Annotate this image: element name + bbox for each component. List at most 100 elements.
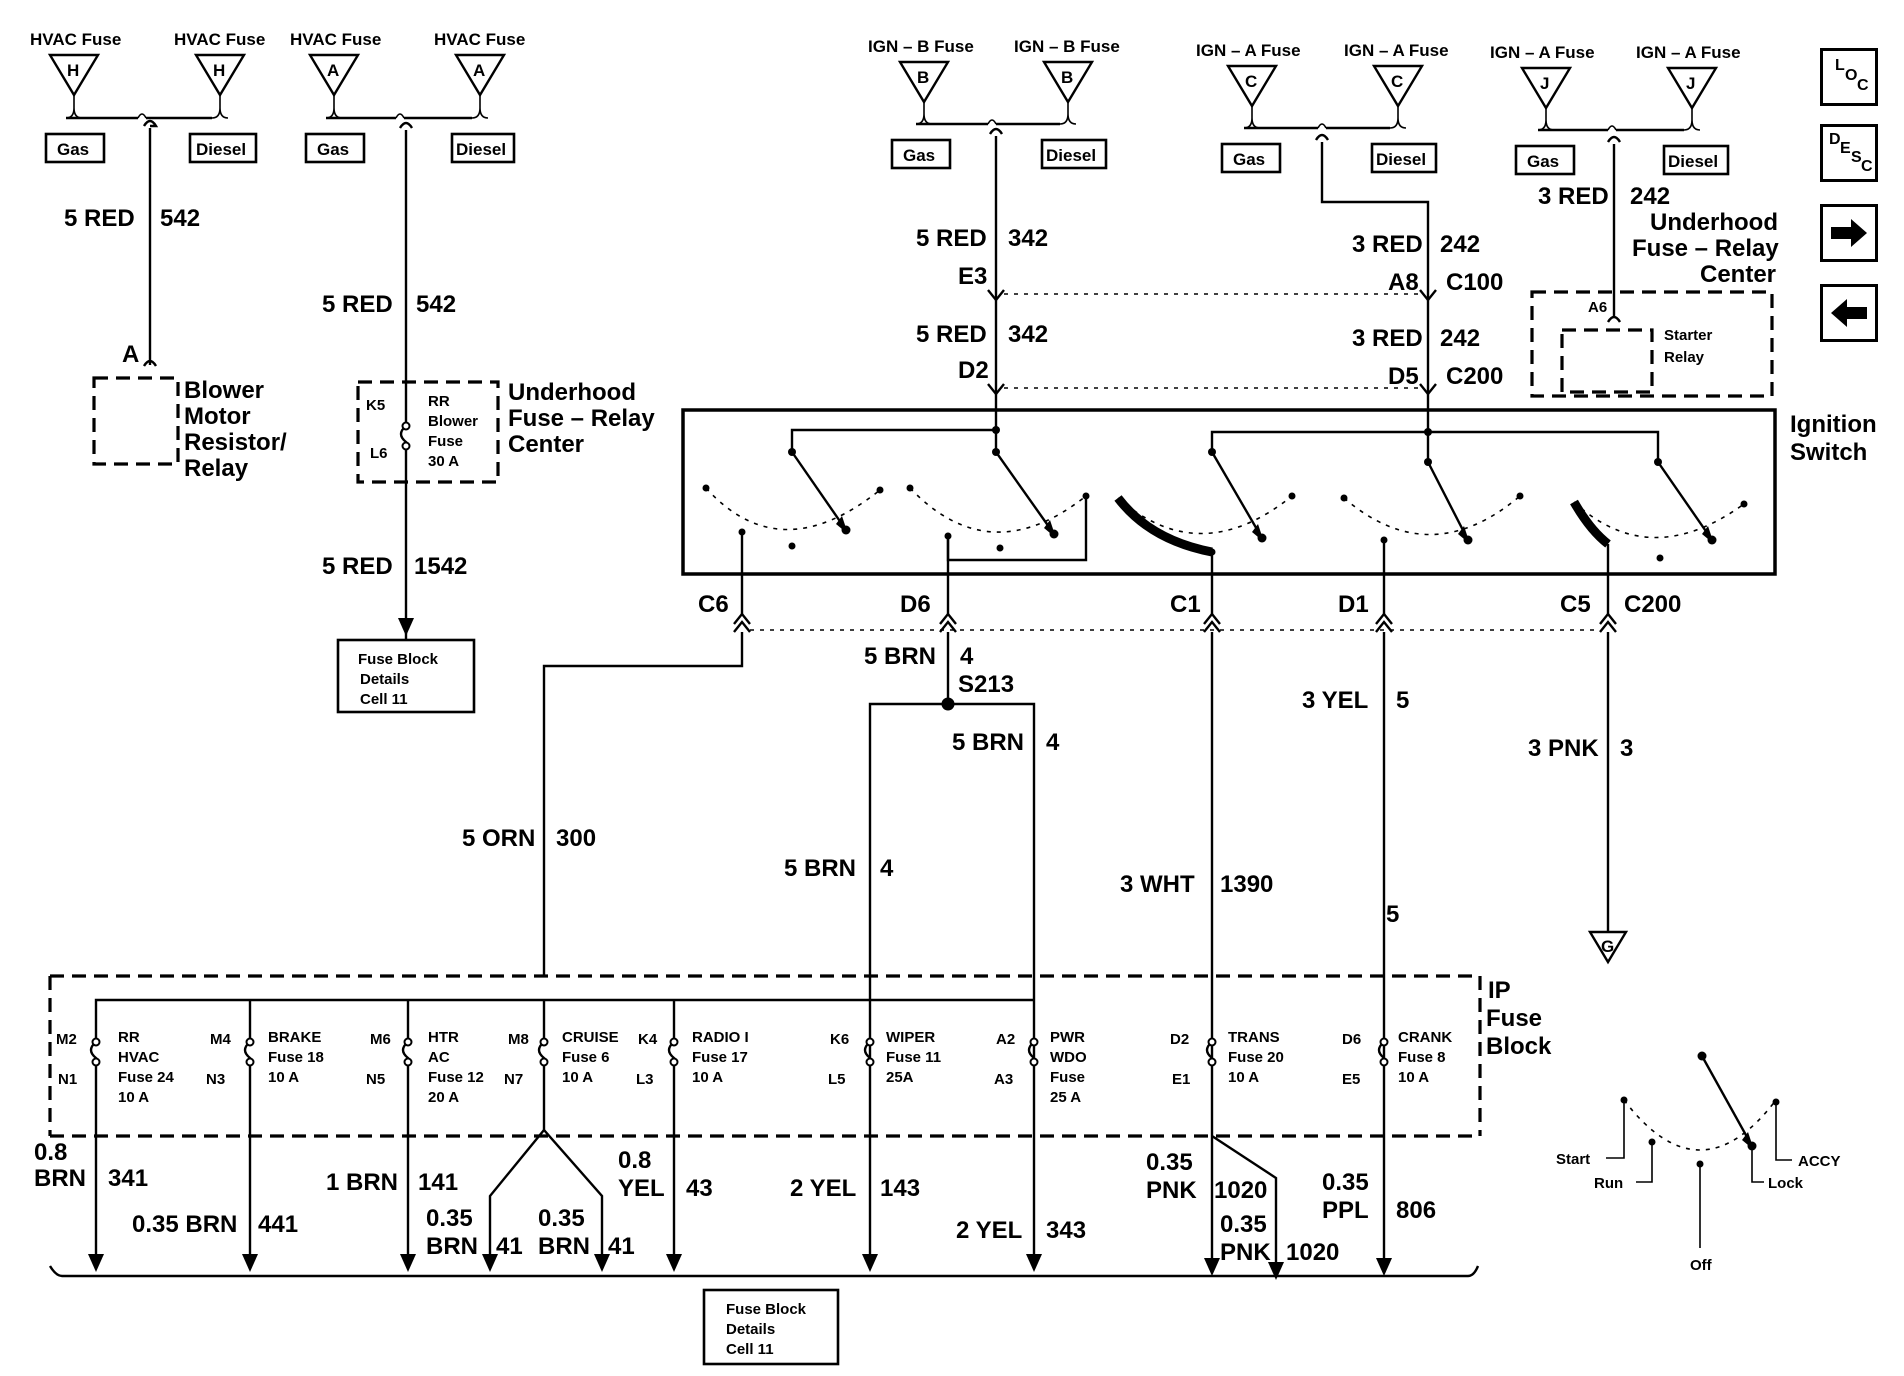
svg-text:20 A: 20 A <box>428 1089 459 1106</box>
svg-text:K6: K6 <box>830 1031 849 1048</box>
blower-motor-resistor <box>92 376 180 466</box>
svg-text:5: 5 <box>1396 687 1409 714</box>
svg-text:5 BRN: 5 BRN <box>784 855 856 882</box>
svg-text:Fuse 6: Fuse 6 <box>562 1049 610 1066</box>
svg-text:L6: L6 <box>370 445 388 462</box>
svg-text:H: H <box>67 61 79 80</box>
svg-text:Underhood: Underhood <box>508 379 636 406</box>
hvac-a-option-select: Gas Diesel <box>304 113 516 390</box>
svg-text:Diesel: Diesel <box>1668 152 1718 171</box>
svg-text:3 RED: 3 RED <box>1352 231 1423 258</box>
svg-text:0.35: 0.35 <box>426 1205 473 1232</box>
svg-text:5 BRN: 5 BRN <box>864 643 936 670</box>
svg-text:M6: M6 <box>370 1031 391 1048</box>
svg-text:N7: N7 <box>504 1071 523 1088</box>
svg-text:A: A <box>327 61 339 80</box>
svg-text:143: 143 <box>880 1175 920 1202</box>
desc-button[interactable]: D E S C <box>1820 124 1878 182</box>
svg-text:Fuse 20: Fuse 20 <box>1228 1049 1284 1066</box>
svg-text:1020: 1020 <box>1286 1239 1339 1266</box>
svg-text:Details: Details <box>726 1321 775 1338</box>
svg-text:43: 43 <box>686 1175 713 1202</box>
svg-text:BRAKE: BRAKE <box>268 1029 321 1046</box>
svg-text:C: C <box>1391 72 1403 91</box>
svg-text:5 RED: 5 RED <box>322 553 393 580</box>
svg-text:IGN – A Fuse: IGN – A Fuse <box>1344 41 1449 60</box>
svg-text:A: A <box>473 61 485 80</box>
svg-text:HVAC: HVAC <box>118 1049 160 1066</box>
svg-text:Gas: Gas <box>57 140 89 159</box>
svg-text:Fuse 11: Fuse 11 <box>886 1049 941 1066</box>
ip-fuse-12: M6 N5 HTR AC Fuse 12 20 A <box>366 1000 484 1262</box>
fuse-ign-a-c-diesel: IGN – A Fuse C <box>1344 41 1449 129</box>
svg-text:PNK: PNK <box>1146 1177 1197 1204</box>
svg-text:1542: 1542 <box>414 553 467 580</box>
svg-text:N1: N1 <box>58 1071 77 1088</box>
svg-text:Diesel: Diesel <box>1376 150 1426 169</box>
svg-text:Cell 11: Cell 11 <box>726 1341 774 1358</box>
svg-text:242: 242 <box>1630 183 1670 210</box>
svg-text:L5: L5 <box>828 1071 846 1088</box>
fuse-block-details-top <box>336 638 476 714</box>
svg-text:YEL: YEL <box>618 1175 665 1202</box>
svg-text:AC: AC <box>428 1049 450 1066</box>
svg-text:G: G <box>1601 937 1614 956</box>
svg-text:Fuse: Fuse <box>1486 1005 1542 1032</box>
fuse-hvac-h-gas: HVAC Fuse H <box>30 30 121 119</box>
svg-text:Center: Center <box>1700 261 1776 288</box>
svg-text:2 YEL: 2 YEL <box>790 1175 856 1202</box>
svg-text:0.35 BRN: 0.35 BRN <box>132 1211 237 1238</box>
ip-fuse-block <box>48 974 1482 1138</box>
svg-text:HVAC Fuse: HVAC Fuse <box>290 30 381 49</box>
svg-text:Gas: Gas <box>1527 152 1559 171</box>
svg-text:4: 4 <box>880 855 894 882</box>
loc-button[interactable]: L O C <box>1820 48 1878 106</box>
svg-text:C200: C200 <box>1446 363 1503 390</box>
fuse-hvac-a-gas: HVAC Fuse A <box>290 30 381 119</box>
svg-text:Diesel: Diesel <box>1046 146 1096 165</box>
svg-text:A6: A6 <box>1588 299 1607 316</box>
svg-text:0.8: 0.8 <box>618 1147 651 1174</box>
svg-text:Fuse: Fuse <box>428 433 463 450</box>
svg-text:Motor: Motor <box>184 403 251 430</box>
svg-text:HVAC Fuse: HVAC Fuse <box>434 30 525 49</box>
svg-text:C100: C100 <box>1446 269 1503 296</box>
svg-text:5: 5 <box>1386 901 1399 928</box>
next-arrow-button[interactable] <box>1820 204 1878 262</box>
ip-fuse-24: M2 N1 RR HVAC Fuse 24 10 A <box>56 1012 175 1262</box>
svg-text:HVAC Fuse: HVAC Fuse <box>30 30 121 49</box>
desc-letter-d: D <box>1829 131 1841 148</box>
svg-text:3 PNK: 3 PNK <box>1528 735 1599 762</box>
svg-text:0.8: 0.8 <box>34 1139 67 1166</box>
svg-text:M2: M2 <box>56 1031 77 1048</box>
svg-text:10 A: 10 A <box>1398 1069 1429 1086</box>
ip-fuse-18: M4 N3 BRAKE Fuse 18 10 A <box>206 1000 324 1262</box>
svg-text:242: 242 <box>1440 325 1480 352</box>
svg-text:H: H <box>213 61 225 80</box>
fuse-ign-b-diesel: IGN – B Fuse B <box>1014 37 1120 125</box>
prev-arrow-button[interactable] <box>1820 284 1878 342</box>
starter-relay <box>1560 328 1654 394</box>
svg-text:Blower: Blower <box>428 413 478 430</box>
desc-letter-c: C <box>1861 158 1873 175</box>
svg-text:342: 342 <box>1008 321 1048 348</box>
svg-text:Fuse: Fuse <box>1050 1069 1085 1086</box>
desc-letter-e: E <box>1840 140 1851 157</box>
svg-text:D6: D6 <box>1342 1031 1361 1048</box>
svg-text:C5: C5 <box>1560 591 1591 618</box>
svg-text:TRANS: TRANS <box>1228 1029 1280 1046</box>
left-arrow-icon <box>1831 299 1867 327</box>
svg-text:Fuse 12: Fuse 12 <box>428 1069 484 1086</box>
svg-text:Blower: Blower <box>184 377 264 404</box>
ground-g <box>1587 930 1629 965</box>
svg-text:343: 343 <box>1046 1217 1086 1244</box>
svg-text:5 RED: 5 RED <box>322 291 393 318</box>
svg-text:B: B <box>917 68 929 87</box>
svg-text:Gas: Gas <box>317 140 349 159</box>
ignition-position-legend: Start Run Off Lock ACCY <box>1556 1051 1841 1274</box>
fuse-ign-b-gas: IGN – B Fuse B <box>868 37 974 125</box>
loc-letter-o: O <box>1845 67 1858 84</box>
svg-text:10 A: 10 A <box>268 1069 299 1086</box>
ignition-switch <box>681 408 1777 576</box>
